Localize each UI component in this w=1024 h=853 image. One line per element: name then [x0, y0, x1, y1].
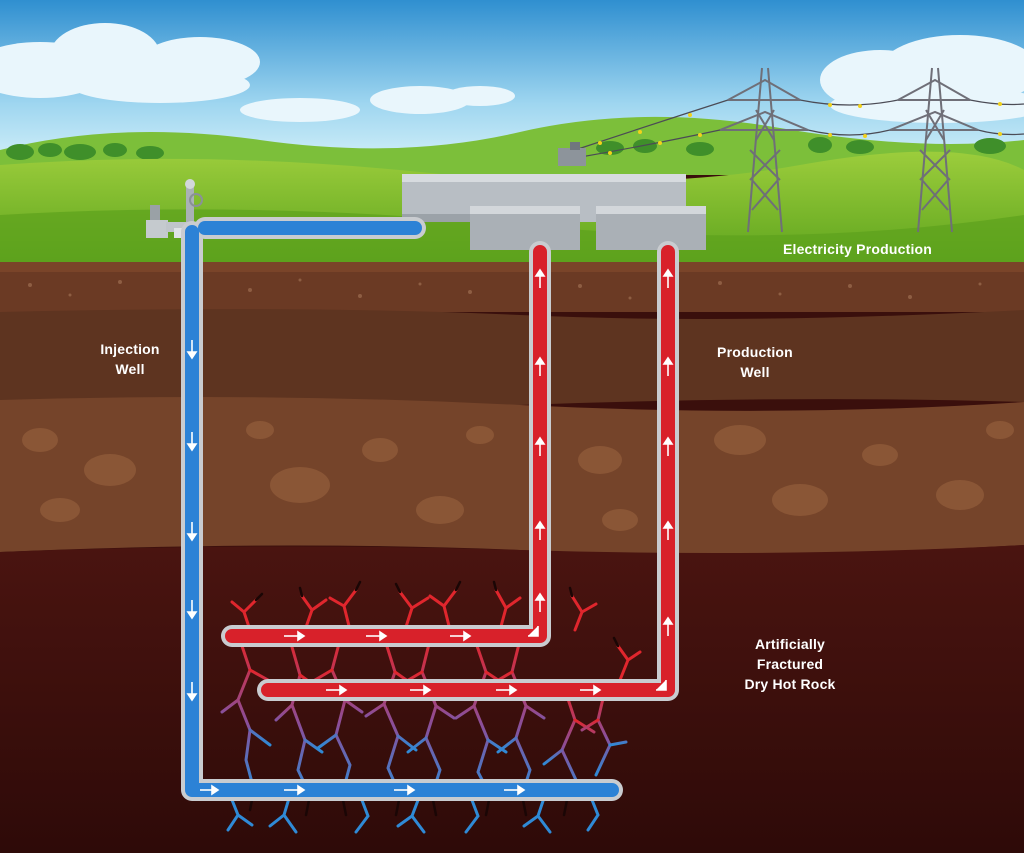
production-pipe	[225, 245, 675, 697]
electricity-production-label: Electricity Production	[760, 239, 955, 259]
upper-fractures	[230, 588, 642, 682]
topsoil-upper	[0, 262, 1024, 272]
injection-label-line-2: Well	[115, 361, 145, 377]
insulator-dots	[598, 102, 1002, 155]
rock-label-line-1: Artificially	[754, 636, 826, 652]
topsoil-pebbles	[28, 278, 982, 300]
rocky-layer	[0, 396, 1024, 554]
dry-hot-rock-label: Artificially Fractured Dry Hot Rock	[720, 634, 860, 694]
injection-well-label: Injection Well	[80, 339, 180, 379]
flow-arrow-icon	[186, 268, 674, 796]
production-well-label: Production Well	[700, 342, 810, 382]
rock-label-line-2: Fractured	[756, 656, 824, 672]
rock-fractures	[220, 638, 628, 797]
injection-label-line-1: Injection	[100, 341, 160, 357]
fracture-tips	[248, 580, 620, 817]
tree-line	[6, 137, 1006, 160]
power-plant-icon	[402, 142, 706, 250]
mid-soil-layer	[0, 309, 1024, 409]
injection-pipe	[185, 221, 619, 797]
clouds	[0, 23, 1024, 123]
transmission-tower-icon	[719, 67, 979, 233]
production-label-line-2: Well	[740, 364, 770, 380]
lower-fractures	[226, 793, 600, 834]
production-label-line-1: Production	[717, 344, 793, 360]
electricity-label-line: Electricity Production	[782, 241, 933, 257]
rocky-stones	[22, 421, 1014, 531]
rock-label-line-3: Dry Hot Rock	[744, 676, 836, 692]
